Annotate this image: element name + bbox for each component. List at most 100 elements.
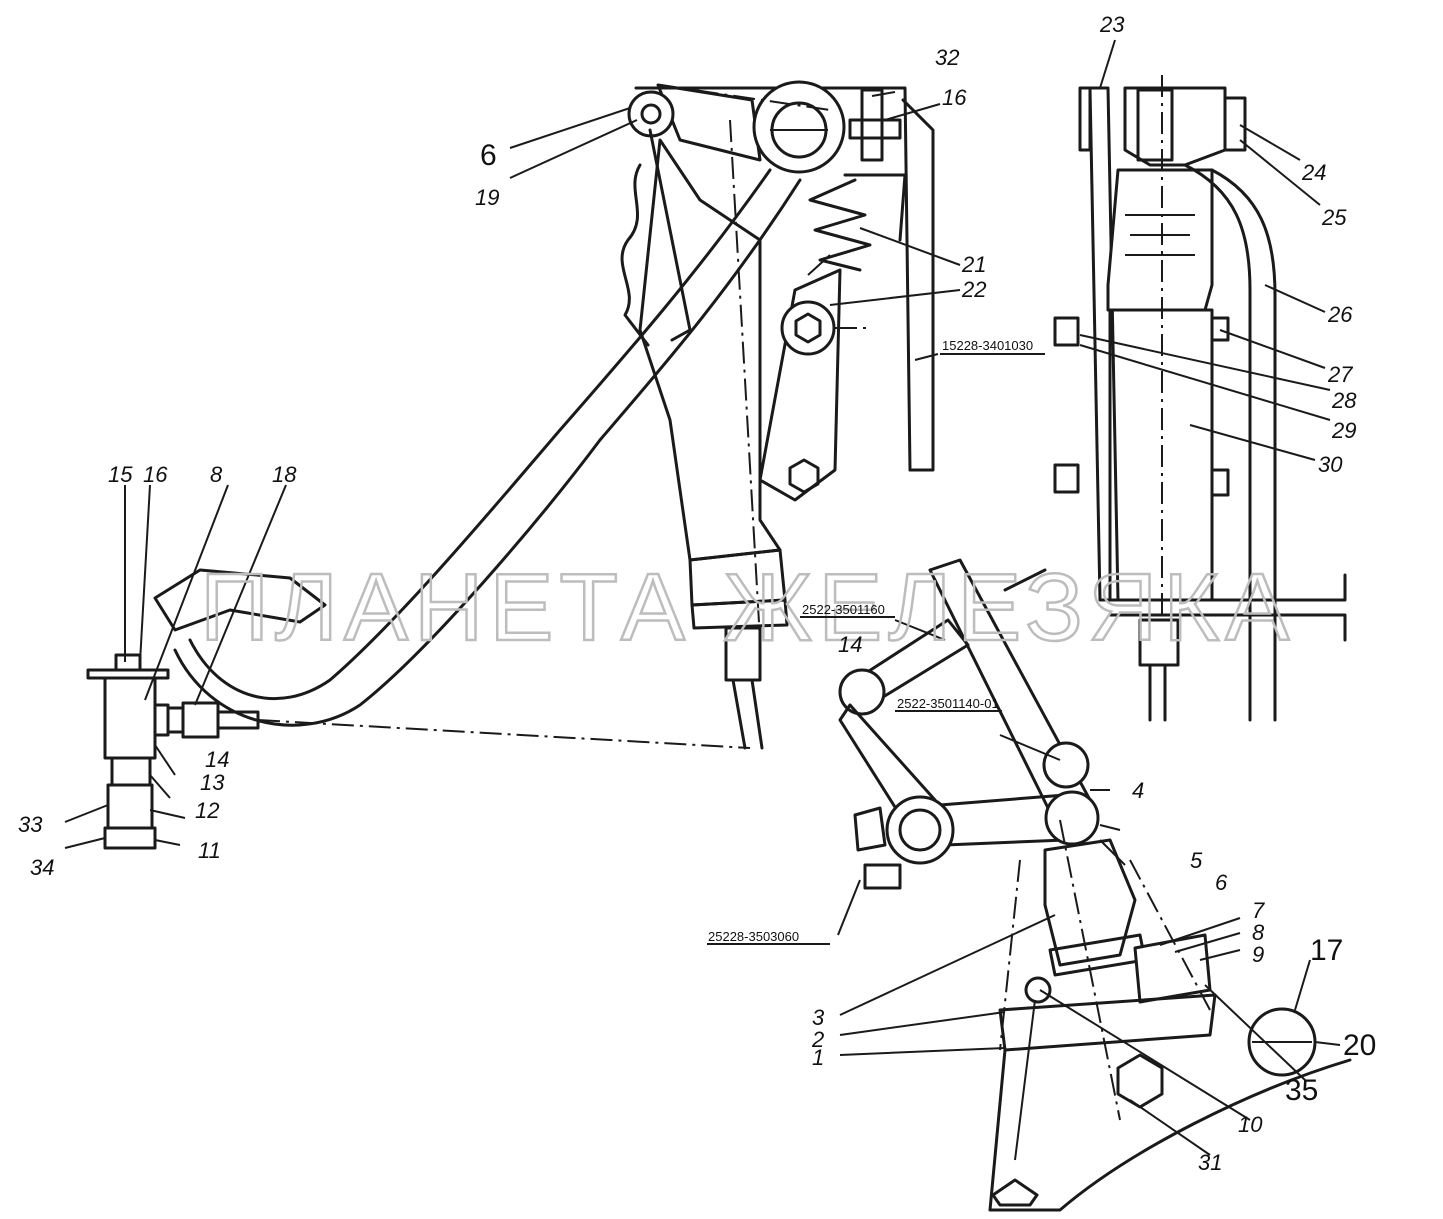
pedal-pivot-boss [752,80,846,174]
label-33: 33 [18,812,43,837]
label-26: 26 [1327,302,1353,327]
label-14-left: 14 [205,747,229,772]
label-11: 11 [198,838,221,863]
bolt-27 [1053,316,1080,347]
centre-line-a [659,84,831,111]
pedal-assembly [153,80,935,750]
code-15228-3401030: 15228-3401030 [942,338,1033,353]
part-codes: 15228-3401030 2522-3501160 2522-3501140-… [707,338,1045,945]
watermark: ПЛАНЕТА ЖЕЛЕЗЯКА [200,554,1295,661]
label-16-left: 16 [143,462,168,487]
label-27: 27 [1327,362,1353,387]
label-4: 4 [1132,778,1144,803]
hex-bolt-frame [1116,1053,1164,1109]
position-labels: 6 19 32 16 21 22 23 24 25 26 27 28 29 30… [18,12,1376,1175]
label-29: 29 [1331,418,1356,443]
bolt-head [788,458,820,494]
label-8-left: 8 [210,462,223,487]
label-9: 9 [1252,942,1264,967]
label-20: 20 [1343,1029,1376,1062]
dust-boot [620,163,650,347]
lever-pivot-22 [780,300,836,356]
label-22: 22 [961,277,986,302]
lever-boss [885,795,955,865]
label-6-top: 6 [480,139,497,172]
coupling-33 [106,783,154,830]
lever-hub-4 [1044,790,1100,846]
valve-hidden-lines [999,859,1211,1051]
label-8-right: 8 [1252,920,1265,945]
label-25: 25 [1321,205,1347,230]
vent-plug-31 [1024,976,1052,1004]
label-30: 30 [1318,452,1343,477]
spring-bracket [843,173,907,242]
clamp-bolt [853,806,887,852]
clamp-nut [863,863,902,890]
side-view-assembly [1053,75,1347,722]
label-18: 18 [272,462,297,487]
label-34: 34 [30,855,54,880]
brake-pipe-b [750,678,764,750]
label-7: 7 [1252,898,1265,923]
bracket-plate-side [901,98,935,472]
label-2: 2 [811,1027,824,1052]
pedal-pad [153,568,327,632]
label-16-top: 16 [942,85,967,110]
lever-bore [898,808,942,852]
label-19: 19 [475,185,499,210]
leader-lines [64,39,1341,1161]
floor-flange [1108,573,1347,642]
label-32: 32 [935,45,959,70]
code-25228-3503060: 25228-3503060 [708,929,799,944]
rod-stub [1003,568,1047,592]
centre-line-b [729,119,761,641]
label-10: 10 [1238,1112,1263,1137]
label-17: 17 [1310,934,1343,967]
adjusting-bolt-32 [860,88,884,162]
label-28: 28 [1331,388,1357,413]
label-6-bot: 6 [1215,870,1228,895]
hex-bolt-bottom [991,1178,1039,1207]
mounting-plate-2 [998,993,1217,1052]
boot-ribs [1125,214,1195,256]
rod-eye [838,668,886,716]
valve-body-3 [1043,838,1137,967]
clevis-head [1123,86,1227,167]
bolt-15 [114,653,142,672]
return-spring [808,178,872,272]
nut-28 [1210,316,1230,342]
label-24: 24 [1301,160,1326,185]
code-2522-3501160: 2522-3501160 [802,602,885,617]
pipe-11 [103,826,157,850]
lock-nut-16 [848,118,902,140]
label-35: 35 [1285,1074,1318,1107]
label-15: 15 [108,462,133,487]
label-13: 13 [200,770,225,795]
master-cylinder-body [638,138,782,562]
pivot-pin [640,103,662,125]
union-nut-14 [166,706,185,734]
plate-edge-23 [1078,86,1092,152]
bracket-plate-outline [634,86,912,472]
pedal-arm-lower-edge [173,178,802,727]
code-2522-3501140-01: 2522-3501140-01 [897,696,999,711]
nut-lower [1210,468,1230,497]
tee-outlet [153,703,170,737]
link-arm [656,83,762,162]
label-12: 12 [195,798,219,823]
union-nut-18 [181,701,220,739]
hex-12 [110,756,152,787]
outlet-fitting-side [1138,618,1180,667]
mounting-plate [1088,86,1120,602]
clevis-fork [1136,88,1174,162]
pipe-stub [216,710,260,730]
push-rod [648,128,692,342]
label-21: 21 [961,252,986,277]
valve-linkage-assembly [838,558,1352,1212]
tee-fitting-assembly [86,653,751,850]
label-23: 23 [1099,12,1125,37]
label-1: 1 [812,1045,824,1070]
brake-pipe-a [731,678,747,750]
dust-boot-side [1106,168,1214,312]
spring-hook [807,254,831,276]
